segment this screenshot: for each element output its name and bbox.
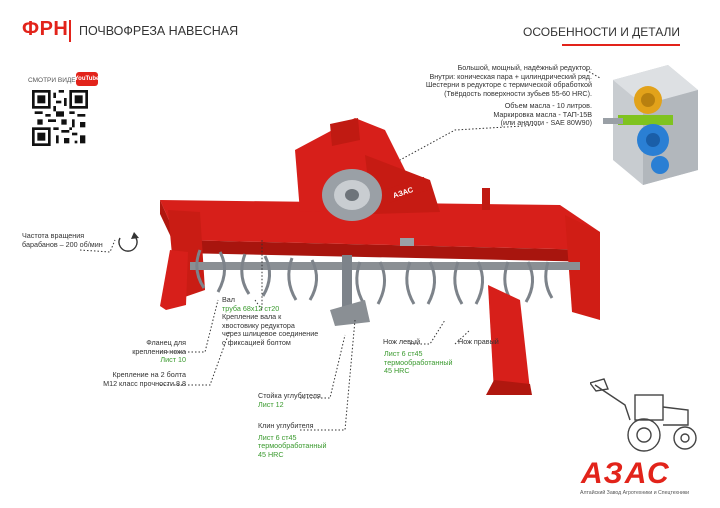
section-underline — [562, 44, 680, 46]
rpm-line: Частота вращения — [22, 231, 85, 240]
oil-line: (или аналоги - SAE 80W90) — [500, 118, 592, 128]
gearbox-line: Большой, мощный, надёжный редуктор. — [457, 63, 592, 72]
flange-line: Фланец для — [146, 338, 186, 347]
youtube-badge[interactable]: YouTube — [75, 72, 99, 86]
knife-spec: Лист 6 ст45 термообработанный 45 HRC — [384, 349, 484, 376]
gearbox-line: Внутри: коническая пара + цилиндрический… — [429, 71, 592, 81]
rotation-arrow-icon — [118, 237, 138, 252]
knife-left-label: Нож левый — [383, 337, 421, 346]
oil-line: Маркировка масла - ТАП-15В — [493, 109, 592, 119]
gearbox-line: Шестерни в редукторе с термической обраб… — [425, 80, 592, 90]
svg-text:АЗАС: АЗАС — [580, 457, 671, 489]
rpm-note: Частота вращения барабанов – 200 об/мин — [22, 231, 132, 249]
knife-spec-line: термообработанный — [384, 357, 453, 367]
knife-spec-line: 45 HRC — [384, 366, 410, 376]
header-divider — [69, 20, 71, 42]
shaft-title: Вал — [222, 295, 235, 304]
page-title: ПОЧВОФРЕЗА НАВЕСНАЯ — [79, 24, 239, 38]
wedge-spec-line: Лист 6 ст45 — [258, 432, 297, 442]
flange-line: крепления ножа — [132, 346, 186, 356]
wedge-spec-line: термообработанный — [258, 441, 327, 451]
stand-title: Стойка углубителя — [258, 391, 321, 400]
oil-description: Объем масла - 10 литров. Маркировка масл… — [392, 101, 592, 128]
azas-logo: АЗАС — [580, 457, 671, 489]
tractor-sketch-icon — [590, 378, 697, 452]
wedge-spec-line: 45 HRC — [258, 449, 284, 459]
logo-subtitle: Алтайский Завод Агротехники и Спецтехник… — [580, 490, 690, 496]
bolts-note: Крепление на 2 болта М12 класс прочности… — [60, 370, 186, 388]
stand-note: Стойка углубителя Лист 12 — [258, 391, 358, 409]
flange-spec: Лист 10 — [160, 355, 186, 365]
section-title: ОСОБЕННОСТИ И ДЕТАЛИ — [523, 25, 680, 39]
oil-line: Объем масла - 10 литров. — [504, 101, 592, 110]
knife-spec-line: Лист 6 ст45 — [384, 349, 423, 358]
bolts-line: Крепление на 2 болта — [112, 370, 186, 379]
stand-spec: Лист 12 — [258, 399, 284, 409]
gearbox-description: Большой, мощный, надёжный редуктор. Внут… — [352, 63, 592, 98]
qr-code[interactable] — [32, 90, 88, 146]
product-code: ФРН — [22, 18, 69, 40]
shaft-note: Вал труба 68х12 ст20 Крепление вала к хв… — [222, 295, 352, 348]
shaft-mount-line: Крепление вала к — [222, 312, 282, 322]
rpm-line: барабанов – 200 об/мин — [22, 239, 103, 249]
flange-note: Фланец для крепления ножа Лист 10 — [80, 338, 186, 365]
gearbox-line: (Твёрдость поверхности зубьев 55-60 HRC)… — [444, 88, 592, 98]
shaft-mount-line: хвостовику редуктора — [222, 320, 295, 330]
shaft-mount-line: с фиксацией болтом — [222, 337, 291, 347]
shaft-mount-line: через шлицевое соединение — [222, 329, 319, 339]
shaft-spec: труба 68х12 ст20 — [222, 303, 280, 313]
video-label: СМОТРИ ВИДЕО — [28, 77, 81, 84]
bolts-line: М12 класс прочности 8.8 — [103, 378, 186, 388]
gearbox-cutaway — [603, 65, 698, 185]
wedge-note: Клин углубителя Лист 6 ст45 термообработ… — [258, 421, 368, 459]
wedge-title: Клин углубителя — [258, 421, 314, 430]
knife-right-label: Нож правый — [458, 337, 499, 346]
